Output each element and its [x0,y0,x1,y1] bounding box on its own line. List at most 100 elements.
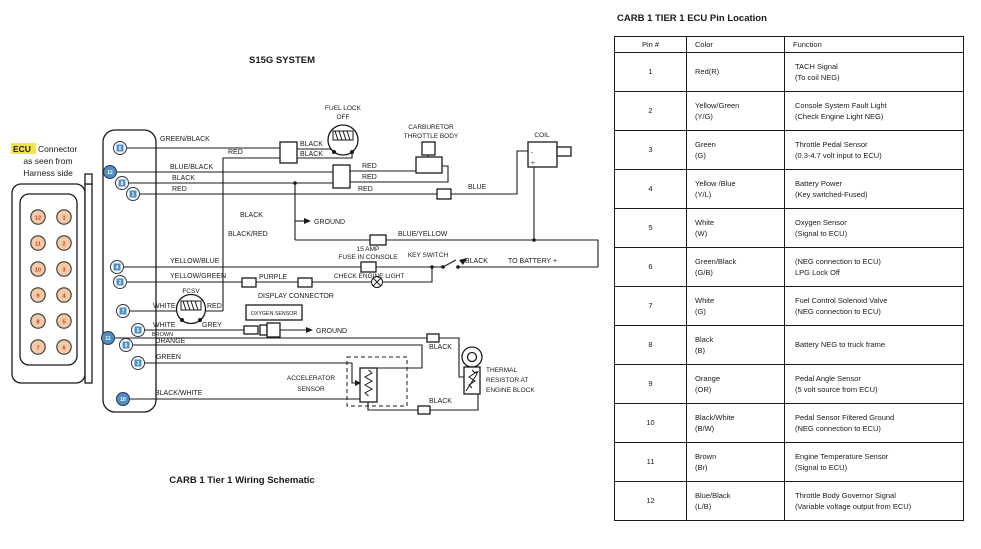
inline-connector [417,405,431,415]
fuel-lock-connector [279,141,298,164]
thermal-resistor: THERMAL RESISTOR AT ENGINE BLOCK [461,346,535,395]
fuse-symbol [360,261,377,273]
connector-pin-6: 6 [62,345,65,351]
pin-cell: 6 [614,247,687,287]
svg-text:7: 7 [122,309,125,315]
function-cell: Battery Power (Key switched-Fused) [784,169,964,209]
pin-cell: 3 [614,130,687,170]
fcsv-solenoid: FCSV [175,288,207,325]
pin-cell: 11 [614,442,687,482]
color-cell: Brown (Br) [686,442,785,482]
thermal-label-3: ENGINE BLOCK [486,387,535,394]
accelerator-label-2: SENSOR [297,386,325,393]
pin-cell: 7 [614,286,687,326]
pin-cell: 8 [614,325,687,365]
color-cell: White (G) [686,286,785,326]
color-cell: Green (G) [686,130,785,170]
svg-text:4: 4 [116,265,119,271]
wire-label-black: BLACK [300,151,323,158]
pin-marker-8: 8 [115,176,129,190]
wire-label-red: RED [358,186,373,193]
function-cell: Fuel Control Solenoid Valve (NEG connect… [784,286,964,326]
connector-pin-2: 2 [62,241,65,247]
function-cell: Throttle Pedal Sensor (0.3-4.7 volt inpu… [784,130,964,170]
color-cell: White (W) [686,208,785,248]
check-engine-label: CHECK ENGINE LIGHT [334,273,404,280]
connector-pin-4: 4 [62,293,66,299]
wire-label-brown: BROWN [152,332,173,338]
connector-pin-5: 5 [62,319,65,325]
inline-connector [243,325,259,335]
connector-pins-left: 12 11 10 9 8 7 [30,209,46,355]
ecu-note-line2: as seen from [23,156,72,166]
display-connector-label: DISPLAY CONNECTOR [258,293,334,300]
oxygen-sensor: OXYGEN SENSOR [245,304,303,338]
pin-marker-12: 12 [103,165,117,179]
connector-pin-11: 11 [35,241,41,247]
wires [114,141,599,415]
wire-label-blue-black: BLUE/BLACK [170,164,214,171]
svg-text:9: 9 [125,343,128,349]
ecu-highlight [11,143,36,154]
fuel-lock-off-solenoid: FUEL LOCK OFF [325,105,362,156]
ecu-note: ECU Connector as seen from Harness side [11,143,77,178]
function-cell: Throttle Body Governor Signal (Variable … [784,481,964,521]
color-cell: Yellow /Blue (Y/L) [686,169,785,209]
coil-minus: - [531,149,533,156]
wire-label-red: RED [172,186,187,193]
schematic-pin-markers: 6 12 8 1 4 2 7 5 11 9 3 10 [101,141,145,406]
connector-pin-10: 10 [35,267,41,273]
color-cell: Green/Black (G/B) [686,247,785,287]
function-cell: Oxygen Sensor (Signal to ECU) [784,208,964,248]
wire-label-grey: GREY [202,322,222,329]
pin-marker-1: 1 [126,187,140,201]
inline-connector [436,188,452,200]
wire-labels: GREEN/BLACK BLACK BLACK RED BLUE/BLACK B… [152,136,557,405]
wire-label-red: RED [207,303,222,310]
connector-pin-7: 7 [36,345,39,351]
connector-pin-12: 12 [35,215,41,221]
pin-cell: 5 [614,208,687,248]
wire-label-black-red: BLACK/RED [228,231,268,238]
svg-text:10: 10 [120,397,126,403]
wire-label-black: BLACK [465,258,488,265]
ground-label: GROUND [314,219,345,226]
color-cell: Yellow/Green (Y/G) [686,91,785,131]
pin-cell: 12 [614,481,687,521]
wire-label-yellow-green: YELLOW/GREEN [170,273,226,280]
carburetor-label-2: THROTTLE BODY [404,133,459,140]
fuel-lock-label-1: FUEL LOCK [325,105,362,112]
ecu-note-line3: Harness side [23,168,73,178]
function-cell: Pedal Angle Sensor (5 volt source from E… [784,364,964,404]
wire-label-orange: ORANGE [155,338,186,345]
wire-label-black: BLACK [429,398,452,405]
function-cell: Battery NEG to truck frame [784,325,964,365]
header-color: Color [686,36,785,53]
key-switch-label: KEY SWITCH [408,252,449,259]
function-cell: Engine Temperature Sensor (Signal to ECU… [784,442,964,482]
connector-pin-3: 3 [62,267,65,273]
fcsv-label: FCSV [182,288,200,295]
table-header-row: Pin # Color Function [614,36,964,53]
svg-text:8: 8 [121,181,124,187]
wire-label-red: RED [228,149,243,156]
wire-label-blue-yellow: BLUE/YELLOW [398,231,448,238]
function-cell: (NEG connection to ECU) LPG Lock Off [784,247,964,287]
header-pin: Pin # [614,36,687,53]
function-cell: Console System Fault Light (Check Engine… [784,91,964,131]
to-battery-label: TO BATTERY + [508,258,557,265]
ecu-connector-drawing: 12 11 10 9 8 7 1 2 3 4 5 6 [11,173,93,384]
accelerator-sensor: ACCELERATOR SENSOR [287,356,408,407]
color-cell: Black (B) [686,325,785,365]
pin-marker-4: 4 [110,260,124,274]
color-cell: Black/White (B/W) [686,403,785,443]
svg-text:6: 6 [119,146,122,152]
wire-label-black: BLACK [240,212,263,219]
svg-text:3: 3 [137,361,140,367]
